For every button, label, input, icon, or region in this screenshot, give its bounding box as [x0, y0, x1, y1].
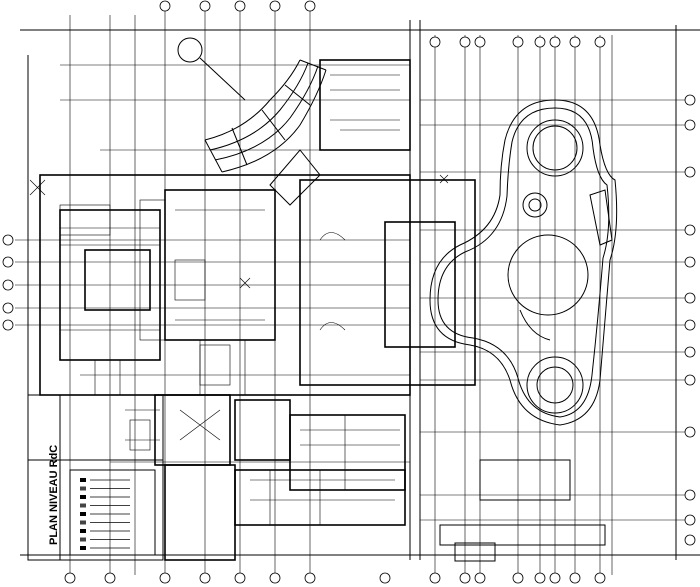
grid-bubble-left — [2, 256, 14, 268]
grid-bubble-bottom — [304, 572, 316, 584]
legend-swatch — [80, 478, 86, 482]
legend-swatch — [80, 503, 86, 508]
grid-bubble-right — [684, 256, 696, 268]
grid-bubble-bottom — [159, 572, 171, 584]
grid-bubble-top — [474, 36, 486, 48]
grid-bubble-top — [304, 0, 316, 12]
legend-swatch — [80, 537, 86, 542]
grid-bubble-bottom — [459, 572, 471, 584]
grid-bubble-right — [684, 426, 696, 438]
grid-bubble-bottom — [534, 572, 546, 584]
grid-bubble-top — [269, 0, 281, 12]
grid-bubble-top — [569, 36, 581, 48]
legend-box — [69, 469, 156, 556]
grid-bubble-bottom — [429, 572, 441, 584]
grid-bubble-top — [234, 0, 246, 12]
grid-bubble-top — [429, 36, 441, 48]
lower-left-wing — [27, 394, 164, 561]
grid-bubble-right — [684, 489, 696, 501]
grid-bubble-right — [684, 534, 696, 546]
grid-bubble-left — [2, 302, 14, 314]
grid-bubble-right — [684, 374, 696, 386]
grid-bubble-right — [684, 319, 696, 331]
grid-bubble-right — [684, 514, 696, 526]
grid-bubble-bottom — [594, 572, 606, 584]
grid-bubble-right — [684, 346, 696, 358]
legend-swatch — [80, 520, 86, 525]
legend-swatch — [80, 546, 86, 550]
grid-bubble-left — [2, 279, 14, 291]
grid-bubble-bottom — [512, 572, 524, 584]
grid-bubble-top — [534, 36, 546, 48]
structural-grid-right — [420, 35, 690, 575]
grid-bubble-right — [684, 224, 696, 236]
grid-bubble-right — [684, 292, 696, 304]
grid-bubble-right — [684, 94, 696, 106]
grid-bubble-right — [684, 166, 696, 178]
grid-bubble-bottom — [379, 572, 391, 584]
grid-bubble-left — [2, 234, 14, 246]
grid-bubble-bottom — [549, 572, 561, 584]
legend-swatch — [80, 495, 86, 499]
grid-bubble-bottom — [64, 572, 76, 584]
grid-bubble-bottom — [269, 572, 281, 584]
grid-bubble-top — [594, 36, 606, 48]
grid-bubble-bottom — [569, 572, 581, 584]
legend-swatch — [80, 486, 86, 491]
grid-bubble-top — [549, 36, 561, 48]
outer-frame — [20, 20, 700, 560]
grid-bubble-top — [512, 36, 524, 48]
legend-swatch — [80, 512, 86, 516]
grid-bubble-right — [684, 119, 696, 131]
curved-wing — [177, 37, 327, 206]
grid-bubble-top — [459, 36, 471, 48]
legend-swatch — [80, 529, 86, 533]
grid-bubble-top — [199, 0, 211, 12]
grid-bubble-bottom — [234, 572, 246, 584]
pool-outline — [429, 99, 618, 562]
grid-bubble-top — [159, 0, 171, 12]
interior-partitions — [29, 74, 449, 525]
drawing-title: PLAN NIVEAU RdC — [48, 445, 60, 545]
legend-rows — [80, 478, 130, 550]
grid-bubble-bottom — [199, 572, 211, 584]
grid-bubble-bottom — [474, 572, 486, 584]
grid-bubble-left — [2, 319, 14, 331]
grid-bubble-bottom — [104, 572, 116, 584]
